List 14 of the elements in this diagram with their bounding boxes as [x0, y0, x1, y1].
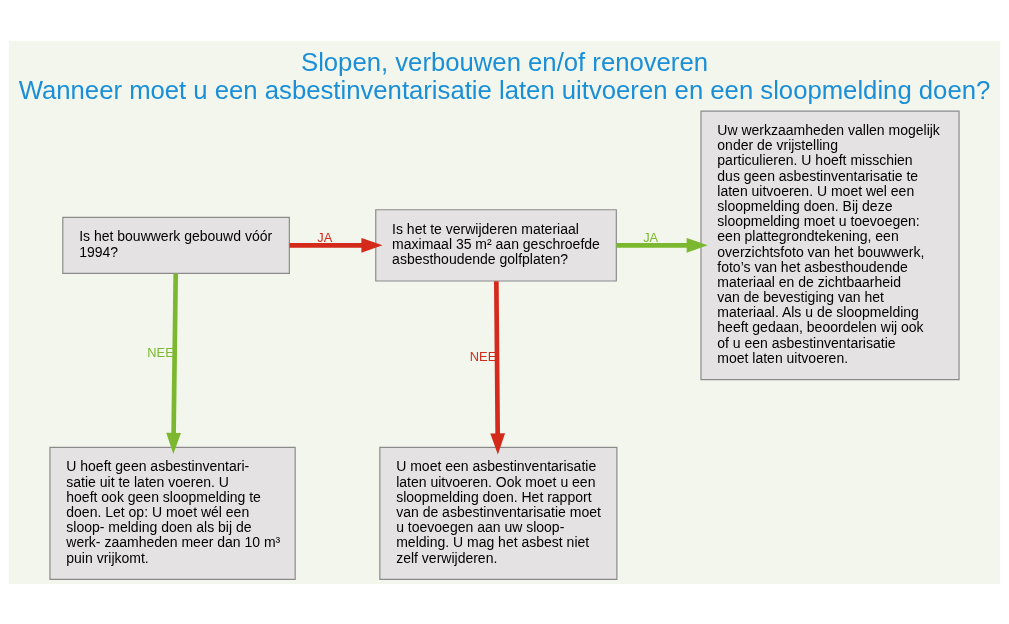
edge-label: JA — [643, 229, 659, 245]
arrow — [490, 280, 506, 454]
diagram-title: Slopen, verbouwen en/of renoveren — [301, 47, 708, 76]
node-box: Is het te verwijderen materiaal maximaal 35 m² aan geschroefde asbesthoudende golfplaten? — [375, 208, 617, 282]
arrow — [289, 237, 383, 253]
edge-label: NEE — [469, 348, 497, 364]
edge-label: JA — [317, 229, 333, 245]
arrow — [166, 272, 181, 454]
arrow — [616, 237, 708, 253]
node-box: U moet een asbestinventarisatie laten uitvoeren. Ook moet u een sloopmelding doen. Het rapport van de asbestinventarisatie moet u toevoegen aan uw sloop- melding. U mag het asbest niet zelf verwijderen. — [379, 446, 618, 580]
node-box: Uw werkzaamheden vallen mogelijk onder de vrijstelling particulieren. U hoeft misschien dus geen asbestinventarisatie te laten uitvoeren. U moet wel een sloopmelding doen. Bij deze sloopmelding moet u toevoegen: een plattegrondtekening, een overzichtsfoto van het bouwwerk, foto’s van het asbesthoudende materiaal en de zichtbaarheid van de bevestiging van het materiaal. Als u de sloopmelding heeft gedaan, beoordelen wij ook of u een asbestinventarisatie moet laten uitvoeren. — [700, 109, 960, 380]
node-box: Is het bouwwerk gebouwd vóór 1994? — [62, 216, 290, 274]
caption: Wanneer moet u een asbestinventarisatie laten uitvoeren en een sloopmelding doen? — [18, 75, 991, 104]
node-box: U hoeft geen asbestinventari- satie uit te laten voeren. U hoeft ook geen sloopmelding te doen. Let op: U moet wél een sloop- melding doen als bij de werk- zaamheden meer dan 10 m³ puin vrijkomt. — [49, 446, 296, 580]
